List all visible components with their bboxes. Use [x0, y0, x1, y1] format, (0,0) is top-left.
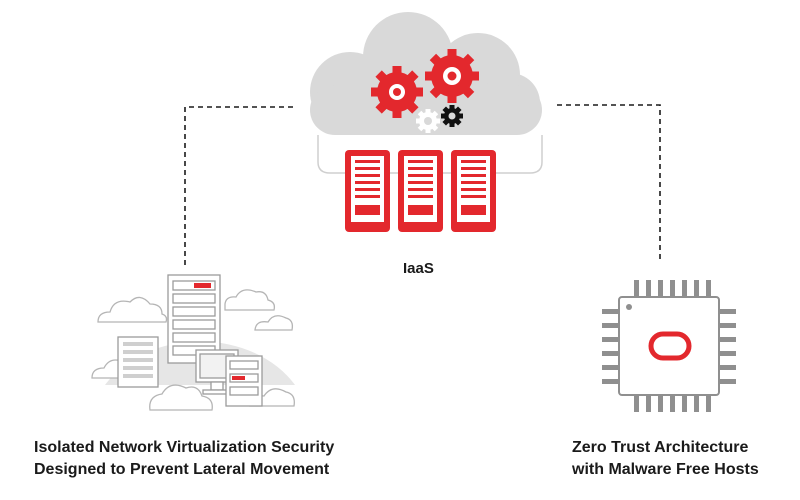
chip-pin	[658, 395, 663, 412]
chip-pin	[719, 351, 736, 356]
right-caption-line-1: Zero Trust Architecture	[572, 439, 749, 456]
chip-pin	[602, 365, 619, 370]
oracle-logo-icon	[648, 331, 692, 361]
chip-pin	[706, 280, 711, 297]
chip-pin	[719, 309, 736, 314]
chip-pin	[634, 395, 639, 412]
iaas-cloud	[310, 12, 543, 232]
chip-pin	[602, 379, 619, 384]
connector-right	[557, 104, 661, 262]
gear-icon-small-white	[416, 109, 440, 133]
chip-pin	[602, 351, 619, 356]
chip-pin	[706, 395, 711, 412]
chip-pin	[646, 395, 651, 412]
chip-pin	[658, 280, 663, 297]
chip-pin	[670, 280, 675, 297]
chip-pin	[719, 365, 736, 370]
chip-pin	[719, 379, 736, 384]
chip-pins	[602, 280, 736, 412]
chip-pin	[719, 337, 736, 342]
chip-pin	[646, 280, 651, 297]
left-caption-line-1: Isolated Network Virtualization Security	[34, 439, 335, 456]
gear-icon-2	[425, 49, 479, 103]
connector-left	[184, 106, 293, 265]
chip-pin	[602, 337, 619, 342]
chip-pin	[682, 280, 687, 297]
chip-pin	[602, 323, 619, 328]
server-rack-icon	[345, 150, 496, 232]
chip-pin	[682, 395, 687, 412]
server-unit-icon	[225, 355, 263, 407]
right-caption-line-2: with Malware Free Hosts	[572, 461, 759, 478]
chip-pin	[694, 280, 699, 297]
server-stack-icon	[117, 336, 159, 388]
chip-pin	[634, 280, 639, 297]
network-virtualization-illustration	[91, 274, 295, 411]
chip-pin	[602, 309, 619, 314]
chip-pin	[694, 395, 699, 412]
cpu-chip-icon	[602, 280, 736, 412]
iaas-label: IaaS	[403, 260, 434, 277]
chip-pin	[719, 323, 736, 328]
gear-icon	[371, 66, 423, 118]
chip-pin	[670, 395, 675, 412]
gear-icon-small-black	[441, 105, 463, 127]
right-node-caption: Zero Trust Architecture with Malware Fre…	[572, 437, 759, 481]
server-rack-icon	[167, 274, 221, 364]
left-node-caption: Isolated Network Virtualization Security…	[34, 437, 334, 481]
left-caption-line-2: Designed to Prevent Lateral Movement	[34, 461, 330, 478]
